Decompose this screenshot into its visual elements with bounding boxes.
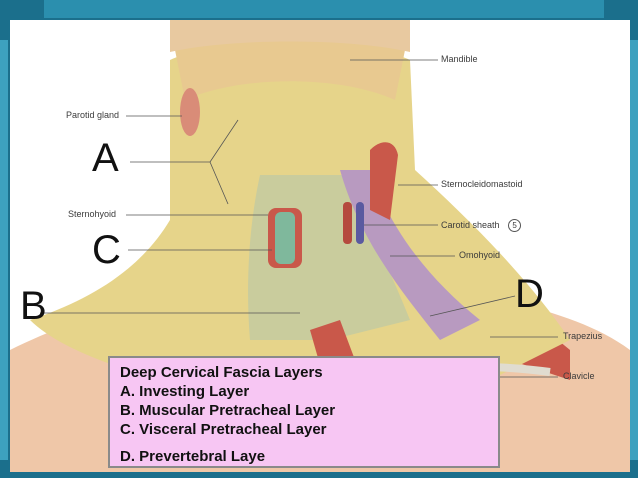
frame-stripe-right bbox=[630, 40, 638, 460]
label-mandible: Mandible bbox=[441, 54, 478, 64]
label-carotid-text: Carotid sheath bbox=[441, 220, 500, 230]
frame-stripe-top bbox=[44, 0, 604, 18]
frame-stripe-left bbox=[0, 40, 8, 460]
label-trapezius: Trapezius bbox=[563, 331, 603, 341]
slide-canvas: Mandible Parotid gland Sternocleidomasto… bbox=[10, 20, 630, 472]
caption-line-d: D. Prevertebral Laye bbox=[120, 448, 266, 465]
caption-line-c: C. Visceral Pretracheal Layer bbox=[120, 421, 327, 438]
letter-a: A bbox=[92, 136, 119, 180]
label-carotid-sheath: Carotid sheath 5 bbox=[441, 219, 522, 232]
label-sternohyoid: Sternohyoid bbox=[68, 209, 117, 219]
letter-b: B bbox=[20, 284, 47, 328]
label-omohyoid: Omohyoid bbox=[459, 250, 501, 260]
caption-line-b: B. Muscular Pretracheal Layer bbox=[120, 402, 336, 419]
caption-box: Deep Cervical Fascia Layers A. Investing… bbox=[108, 356, 500, 468]
label-sternocleidomastoid: Sternocleidomastoid bbox=[441, 179, 523, 189]
caption-line-a: A. Investing Layer bbox=[120, 383, 250, 400]
letter-c: C bbox=[92, 228, 121, 272]
caption-title: Deep Cervical Fascia Layers bbox=[120, 364, 323, 381]
label-clavicle: Clavicle bbox=[563, 371, 595, 381]
letter-d: D bbox=[515, 272, 544, 316]
label-carotid-number: 5 bbox=[508, 219, 522, 232]
label-parotid-gland: Parotid gland bbox=[66, 110, 120, 120]
